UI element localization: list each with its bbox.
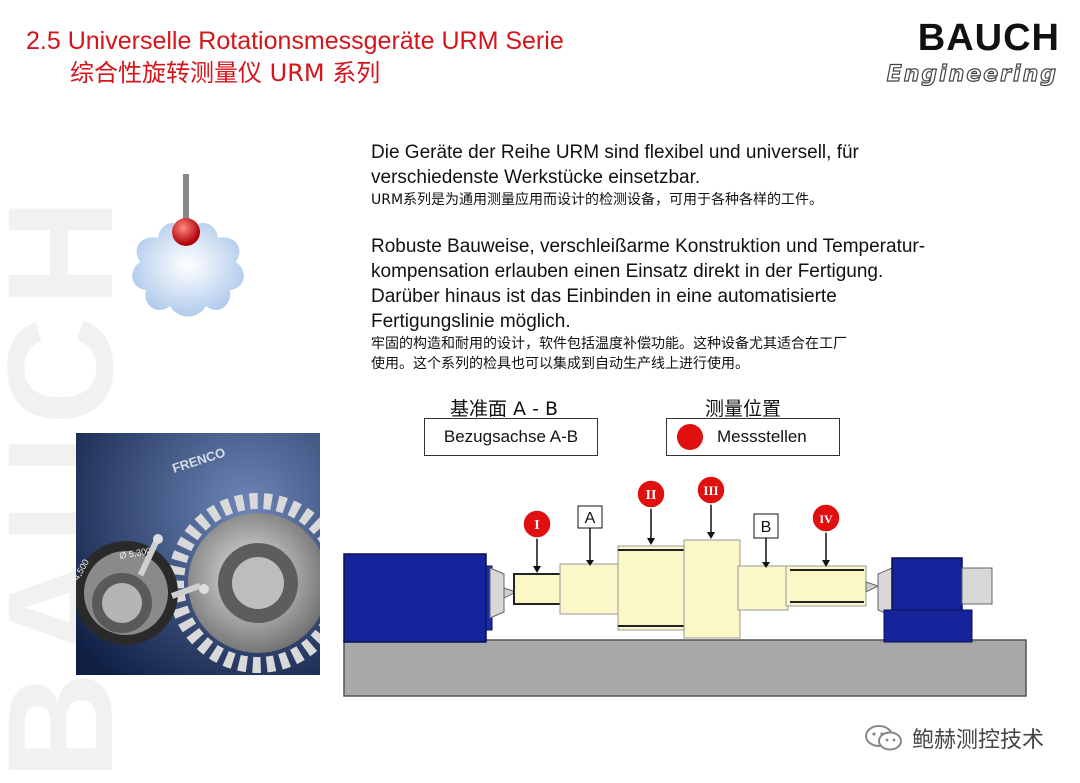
- legend-points-box: Messstellen: [666, 418, 840, 456]
- intro-block: Die Geräte der Reihe URM sind flexibel u…: [371, 140, 1031, 210]
- right-center: [877, 567, 893, 617]
- features-block: Robuste Bauweise, verschleißarme Konstru…: [371, 234, 1031, 374]
- gear-gauge-photo: FRENCO 4,500 Ø 5,300: [76, 433, 320, 675]
- features-de-line-2: kompensation erlauben einen Einsatz dire…: [371, 261, 884, 282]
- measure-point-3-label: III: [703, 483, 718, 498]
- measure-point-2: II: [636, 479, 666, 545]
- footer-account-name: 鲍赫测控技术: [911, 728, 1044, 753]
- legend-datum-de: Bezugsachse A-B: [443, 427, 579, 446]
- probe-stem: [183, 174, 189, 228]
- shaft-segment-6: [785, 565, 867, 607]
- gear-gauge-artwork: FRENCO 4,500 Ø 5,300: [76, 433, 320, 675]
- probe-ball: [172, 218, 200, 246]
- datum-box-b: [753, 513, 779, 539]
- datum-label-a: A: [585, 510, 596, 527]
- measure-point-4: IV: [811, 503, 841, 567]
- shaft-measurement-diagram: A B I II III IV: [343, 475, 1027, 697]
- legend-points-zh: 测量位置: [705, 398, 782, 420]
- measure-point-1: I: [522, 509, 552, 573]
- features-zh-line-2: 使用。这个系列的检具也可以集成到自动生产线上进行使用。: [371, 356, 749, 372]
- measure-point-3: III: [696, 475, 726, 539]
- intro-de-line-2: verschiedenste Werkstücke einsetzbar.: [371, 167, 701, 188]
- features-de-line-3: Darüber hinaus ist das Einbinden in eine…: [371, 286, 837, 307]
- legend-points-de: Messstellen: [717, 427, 807, 446]
- intro-zh: URM系列是为通用测量应用而设计的检测设备，可用于各种各样的工件。: [371, 192, 824, 208]
- page-title: 2.5 Universelle Rotationsmessgeräte URM …: [26, 27, 564, 55]
- page-subtitle: 综合性旋转测量仪 URM 系列: [70, 59, 381, 87]
- brand-tagline: Engineering: [886, 61, 1058, 87]
- wechat-icon: [864, 725, 902, 751]
- features-de-line-4: Fertigungslinie möglich.: [371, 311, 571, 332]
- legend-datum-zh: 基准面 A - B: [450, 398, 559, 420]
- headstock-motor: [343, 553, 487, 643]
- features-zh-line-1: 牢固的构造和耐用的设计，软件包括温度补偿功能。这种设备尤其适合在工厂: [371, 336, 847, 352]
- gauge-body: 4,500 Ø 5,300: [76, 534, 209, 645]
- intro-de-line-1: Die Geräte der Reihe URM sind flexibel u…: [371, 142, 859, 163]
- machine-base: [343, 639, 1027, 697]
- left-center: [489, 567, 505, 619]
- brand-logo: BAUCH: [917, 17, 1060, 59]
- shaft-segment-2: [559, 563, 621, 615]
- datum-box-a: [577, 505, 603, 529]
- gear-teeth: [168, 493, 320, 673]
- gear-probe-illustration: [132, 174, 244, 317]
- measure-point-1-label: I: [534, 518, 539, 533]
- datum-label-b: B: [761, 519, 772, 536]
- shaft-segment-1: [513, 573, 563, 605]
- tailstock-motor: [891, 557, 963, 617]
- measure-point-icon: [677, 424, 703, 450]
- gear-shape: [132, 223, 244, 317]
- shaft-segment-4: [683, 539, 741, 639]
- legend-datum-box: Bezugsachse A-B: [424, 418, 598, 456]
- shaft-segment-5: [737, 565, 789, 611]
- shaft-segment-3: [617, 545, 687, 631]
- measure-point-2-label: II: [646, 488, 657, 503]
- footer-account: 鲍赫测控技术: [864, 722, 1044, 754]
- features-de-line-1: Robuste Bauweise, verschleißarme Konstru…: [371, 236, 926, 257]
- measure-point-4-label: IV: [819, 512, 833, 526]
